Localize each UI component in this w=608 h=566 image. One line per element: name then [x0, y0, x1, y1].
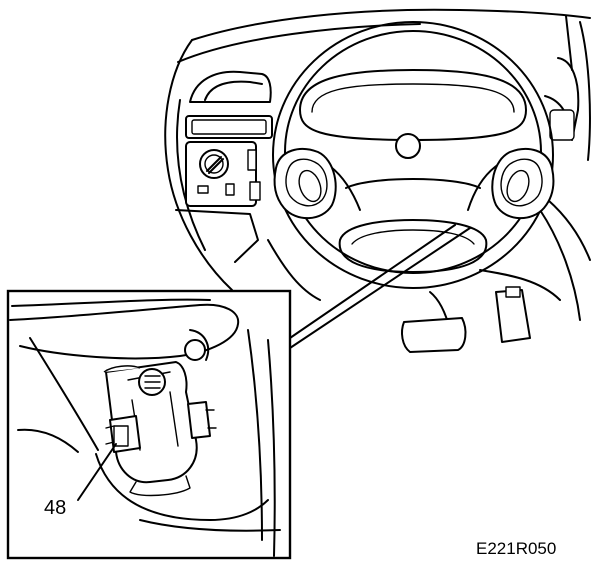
brake-pedal-icon [401, 317, 467, 353]
accelerator-pedal-icon [495, 289, 531, 343]
leader-lines [289, 224, 471, 349]
steering-wheel-icon [272, 21, 554, 289]
figure-code: E221R050 [476, 539, 556, 558]
dashboard-overview [164, 8, 591, 353]
emblem-icon [395, 133, 421, 159]
detail-inset [6, 289, 292, 560]
callout-label: 48 [44, 497, 66, 519]
